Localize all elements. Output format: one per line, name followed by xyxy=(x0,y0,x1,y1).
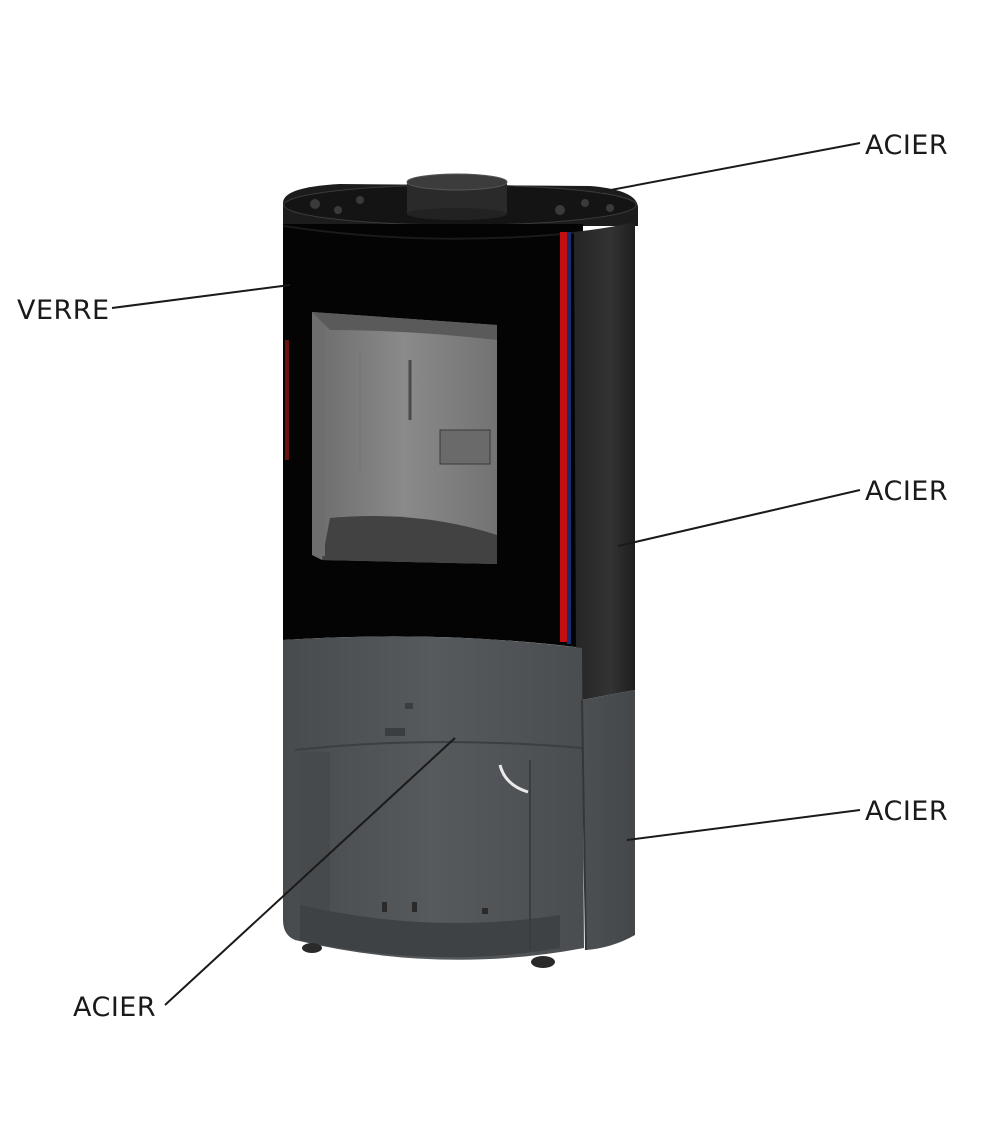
lower-side-panel xyxy=(581,690,635,951)
door-seal xyxy=(560,232,567,642)
callout-top-right: ACIER xyxy=(865,130,949,161)
leader-lines xyxy=(111,142,861,1006)
lower-front-panel xyxy=(283,636,584,960)
firebox-window xyxy=(312,312,497,564)
callout-middle-right: ACIER xyxy=(865,476,949,507)
callout-glass: VERRE xyxy=(17,295,110,326)
upper-side-panel xyxy=(574,222,635,700)
leader-line-top-right xyxy=(599,142,861,193)
flue-collar xyxy=(406,173,508,220)
callout-bottom-left: ACIER xyxy=(73,992,157,1023)
door-edge xyxy=(567,232,571,644)
stove-feet xyxy=(302,943,555,968)
leader-line-lower-right xyxy=(626,809,861,841)
leader-line-glass xyxy=(111,284,291,309)
callout-lower-right: ACIER xyxy=(865,796,949,827)
leader-line-bottom-left xyxy=(164,737,456,1006)
leader-line-middle-right xyxy=(617,489,861,547)
